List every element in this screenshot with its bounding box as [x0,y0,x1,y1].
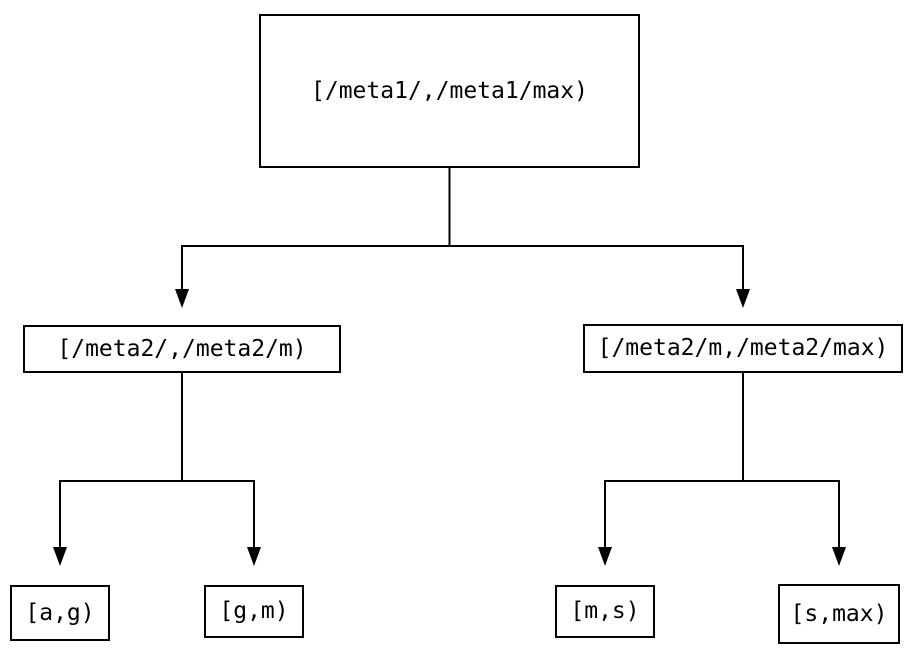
node-leaf-ag: [a,g) [10,585,110,641]
node-label: [/meta2/m,/meta2/max) [597,335,889,361]
node-meta2-left-range: [/meta2/,/meta2/m) [23,325,341,373]
node-label: [/meta2/,/meta2/m) [57,335,307,362]
node-meta2-right-range: [/meta2/m,/meta2/max) [583,324,903,373]
node-label: [s,max) [790,600,888,627]
node-label: [/meta1/,/meta1/max) [311,77,588,104]
arrowhead-meta2-right-icon [736,289,750,308]
node-leaf-smax: [s,max) [778,584,900,644]
node-leaf-gm: [g,m) [204,585,304,638]
node-label: [g,m) [219,598,289,624]
node-leaf-ms: [m,s) [555,585,655,638]
arrowhead-leaf-ms-icon [598,547,612,566]
arrowhead-leaf-ag-icon [53,547,67,566]
node-label: [a,g) [25,599,95,626]
edge-meta2-right-to-leaves [604,480,840,548]
node-label: [m,s) [570,598,640,624]
arrowhead-leaf-gm-icon [247,547,261,566]
edge-meta2-left-to-leaves [59,480,255,548]
node-root-meta1-range: [/meta1/,/meta1/max) [259,14,640,168]
edge-root-to-meta2 [181,245,744,290]
arrowhead-leaf-smax-icon [832,547,846,566]
arrowhead-meta2-left-icon [175,289,189,308]
